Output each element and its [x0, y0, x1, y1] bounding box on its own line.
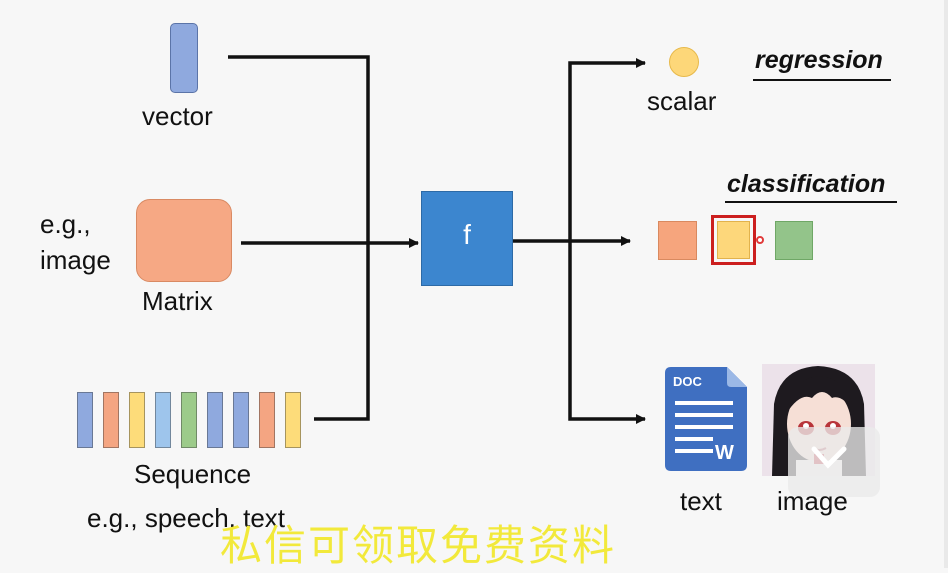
vector-connector: [228, 55, 370, 243]
sequence-example: e.g., speech, text: [87, 503, 286, 533]
matrix-example-line1: e.g.,: [40, 209, 91, 239]
play-overlay[interactable]: [788, 427, 880, 497]
sequence-shape: [77, 392, 307, 448]
window-edge: [944, 0, 948, 568]
matrix-label: Matrix: [142, 286, 213, 316]
classification-title: classification: [727, 170, 886, 198]
matrix-example-line2: image: [40, 245, 111, 275]
class-box-3: [775, 221, 813, 260]
text-output-label: text: [680, 486, 722, 516]
vector-shape: [170, 23, 198, 93]
sequence-connector: [314, 243, 370, 421]
sequence-element: [77, 392, 93, 448]
sequence-element: [181, 392, 197, 448]
watermark-text: 私信可领取免费资料: [220, 521, 617, 570]
sequence-label: Sequence: [134, 459, 252, 489]
matrix-shape: [136, 199, 232, 282]
doc-badge: DOC: [673, 374, 703, 389]
class-box-2-fill: [717, 221, 750, 259]
function-label: f: [463, 219, 471, 250]
sequence-element: [207, 392, 223, 448]
regression-title: regression: [755, 46, 883, 74]
sequence-element: [129, 392, 145, 448]
scalar-label: scalar: [647, 86, 717, 116]
play-overlay-icon: [811, 446, 847, 469]
sequence-element: [285, 392, 301, 448]
scalar-shape: [669, 47, 699, 77]
sequence-element: [259, 392, 275, 448]
classification-underline: [725, 201, 897, 203]
class-box-1: [658, 221, 697, 260]
sequence-element: [155, 392, 171, 448]
image-output-label: image: [777, 486, 848, 516]
doc-icon: DOC W: [665, 367, 747, 471]
output-branch-top: [568, 58, 646, 241]
sequence-element: [103, 392, 119, 448]
regression-underline: [753, 79, 891, 81]
output-branch-bottom: [568, 241, 646, 424]
function-box: [421, 191, 513, 286]
class-box-2-selected: [711, 215, 756, 265]
sequence-element: [233, 392, 249, 448]
doc-letter: W: [715, 442, 734, 464]
cursor-dot: [756, 236, 764, 244]
vector-label: vector: [142, 101, 213, 131]
